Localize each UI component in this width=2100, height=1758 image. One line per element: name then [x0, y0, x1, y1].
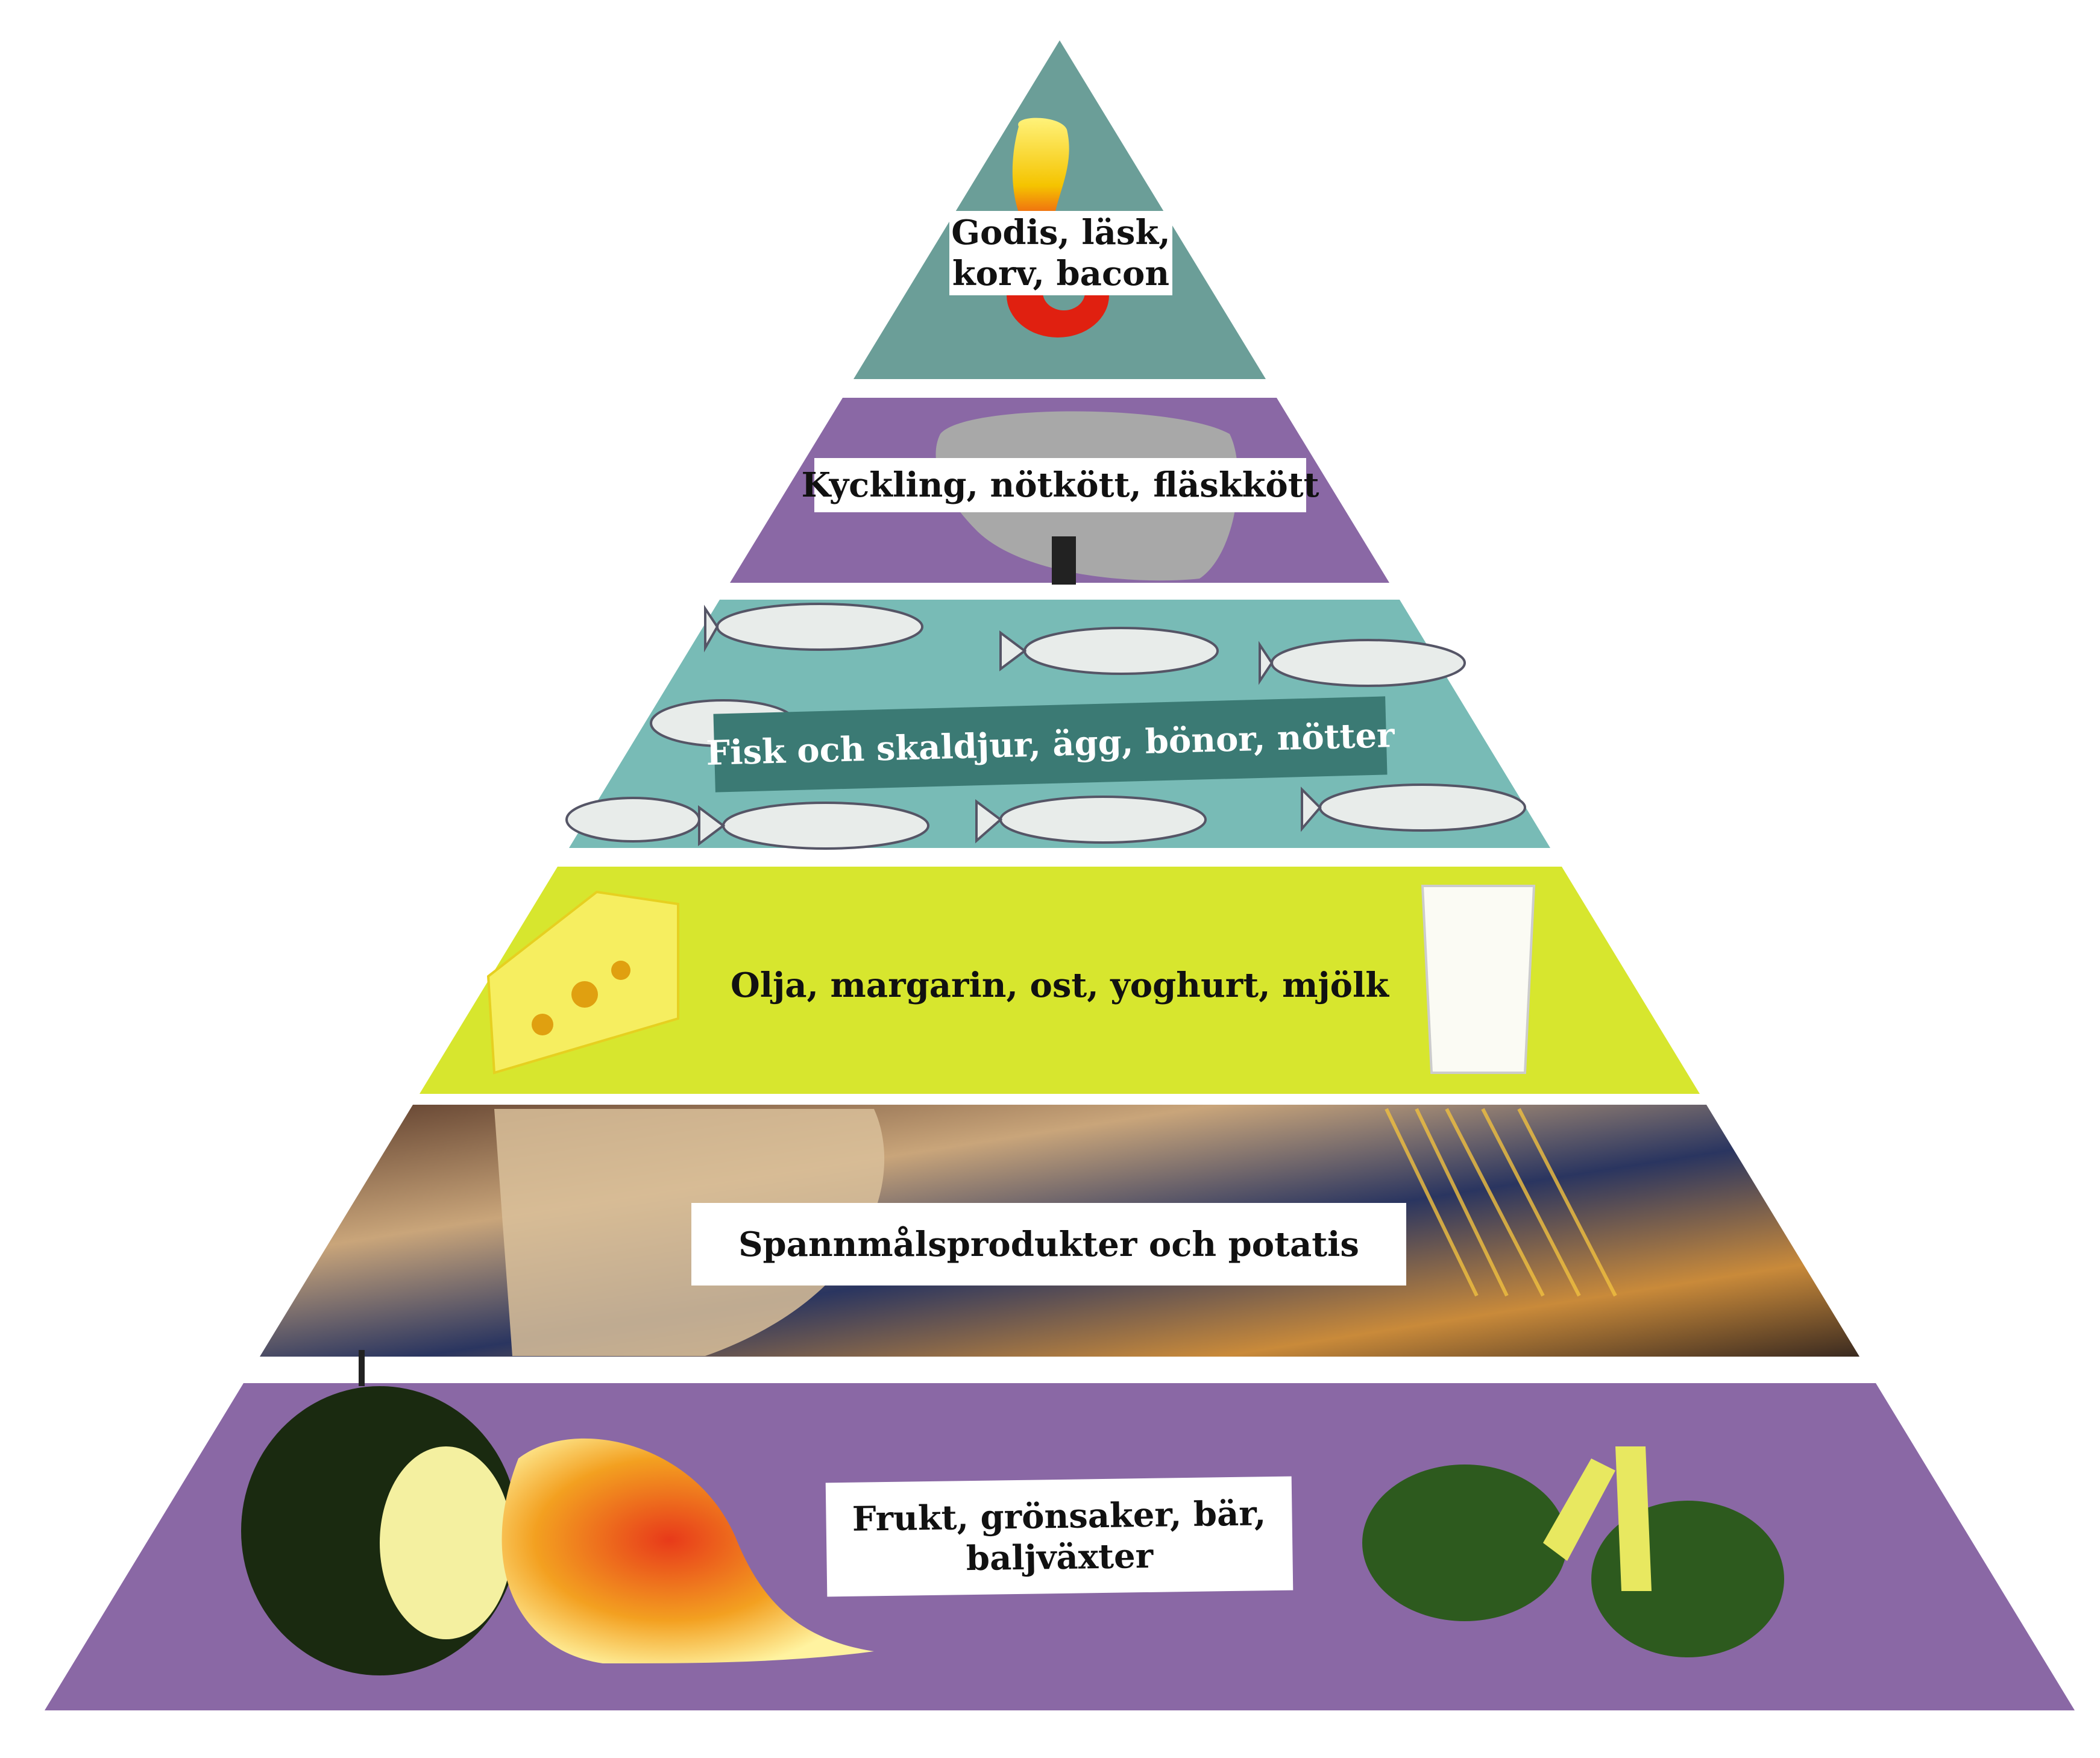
label-line: korv, bacon — [952, 254, 1170, 294]
label-line: Frukt, grönsaker, bär, — [852, 1493, 1266, 1539]
label-line: Godis, läsk, — [951, 213, 1171, 253]
label-text: Fisk och skaldjur, ägg, bönor, nötter — [705, 715, 1395, 773]
tier-meat-label: Kyckling, nötkött, fläskkött — [801, 458, 1319, 512]
apple-icon — [241, 1350, 518, 1675]
bread-icon — [494, 1109, 885, 1356]
tier-dairy-label: Olja, margarin, ost, yoghurt, mjölk — [693, 961, 1426, 1009]
broccoli-icon — [1362, 1446, 1784, 1657]
label-line: baljväxter — [966, 1536, 1154, 1578]
tier-fruit-vegetables-label: Frukt, grönsaker, bär, baljväxter — [825, 1476, 1294, 1597]
pear-icon — [501, 1438, 874, 1663]
label-text: Kyckling, nötkött, fläskkött — [801, 465, 1319, 505]
spaghetti-icon — [1385, 1108, 1617, 1297]
tier-sweets-label: Godis, läsk, korv, bacon — [949, 211, 1172, 295]
milk-glass-icon — [1421, 885, 1536, 1074]
tier-grains-label: Spannmålsprodukter och potatis — [691, 1203, 1406, 1286]
cheese-icon — [486, 890, 679, 1075]
label-text: Olja, margarin, ost, yoghurt, mjölk — [730, 965, 1389, 1005]
tier-sweets — [854, 40, 1266, 379]
tier-dairy — [420, 867, 1700, 1094]
label-text: Spannmålsprodukter och potatis — [738, 1224, 1359, 1264]
